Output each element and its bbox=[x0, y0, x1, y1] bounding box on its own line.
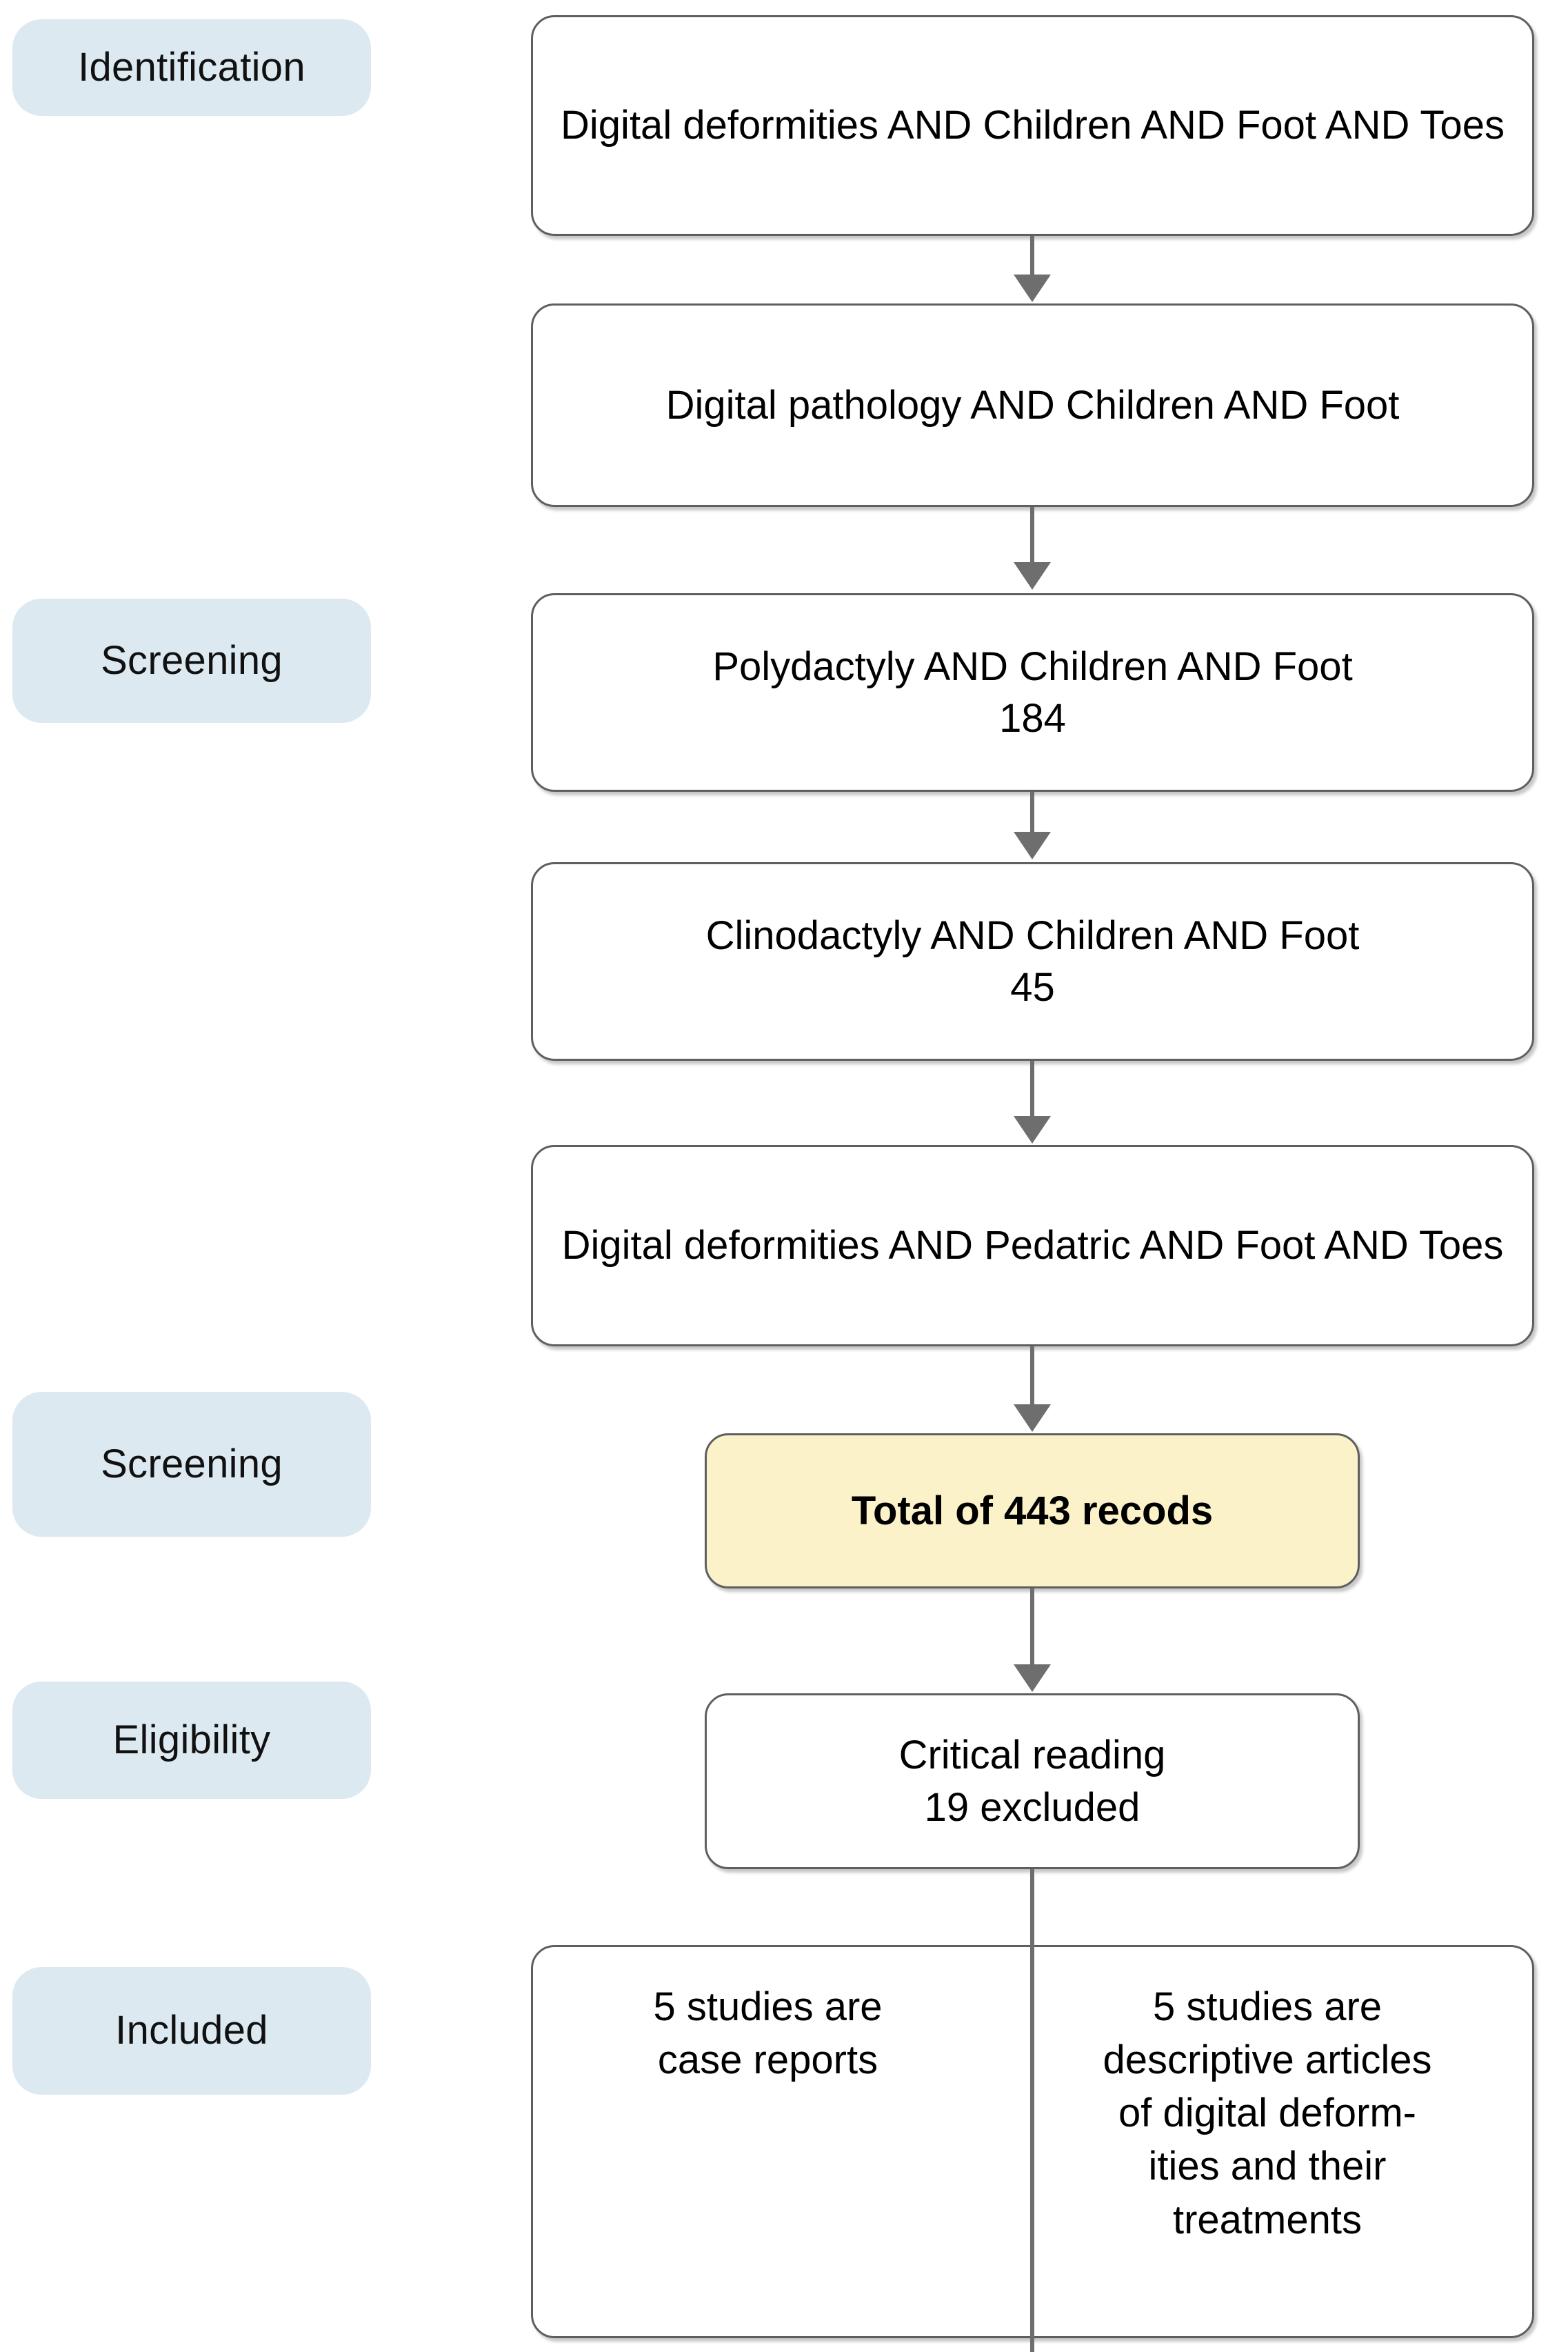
stage-pill-included: Included bbox=[12, 1967, 371, 2095]
stage-pill-screening-1: Screening bbox=[12, 599, 371, 723]
flow-box-search-1: Digital deformities AND Children AND Foo… bbox=[531, 15, 1534, 236]
flow-box-search-5-text: Digital deformities AND Pedatric AND Foo… bbox=[561, 1223, 1504, 1268]
arrow-head-search2-search3 bbox=[1014, 562, 1051, 590]
connector-search5-total bbox=[1030, 1346, 1034, 1408]
flow-box-search-3-text: Polydactyly AND Children AND Foot 184 bbox=[712, 644, 1353, 741]
flow-box-search-3: Polydactyly AND Children AND Foot 184 bbox=[531, 593, 1534, 792]
flow-box-critical-reading-text: Critical reading 19 excluded bbox=[898, 1733, 1166, 1830]
included-column-descriptive-articles: 5 studies are descriptive articles of di… bbox=[1003, 1947, 1532, 2336]
connector-total-critical bbox=[1030, 1588, 1034, 1666]
included-case-reports-text: 5 studies are case reports bbox=[653, 1984, 883, 2083]
flow-box-search-1-text: Digital deformities AND Children AND Foo… bbox=[561, 103, 1505, 148]
flow-box-search-4: Clinodactyly AND Children AND Foot 45 bbox=[531, 862, 1534, 1061]
stage-label-included: Included bbox=[115, 2008, 268, 2053]
connector-search4-search5 bbox=[1030, 1061, 1034, 1117]
arrow-head-total-critical bbox=[1014, 1664, 1051, 1692]
arrow-head-search1-search2 bbox=[1014, 275, 1051, 302]
arrow-head-search4-search5 bbox=[1014, 1116, 1051, 1144]
stage-pill-screening-2: Screening bbox=[12, 1392, 371, 1537]
flow-box-critical-reading: Critical reading 19 excluded bbox=[705, 1693, 1360, 1869]
included-column-case-reports: 5 studies are case reports bbox=[533, 1947, 1003, 2336]
flow-box-total-records-text: Total of 443 recods bbox=[851, 1488, 1214, 1533]
included-descriptive-articles-text: 5 studies are descriptive articles of di… bbox=[1103, 1984, 1432, 2242]
flow-box-total-records: Total of 443 recods bbox=[705, 1433, 1360, 1588]
flow-box-search-5: Digital deformities AND Pedatric AND Foo… bbox=[531, 1145, 1534, 1346]
stage-pill-identification: Identification bbox=[12, 19, 371, 116]
connector-search3-search4 bbox=[1030, 792, 1034, 835]
connector-search2-search3 bbox=[1030, 507, 1034, 564]
stage-pill-eligibility: Eligibility bbox=[12, 1682, 371, 1799]
stage-label-screening-2: Screening bbox=[101, 1441, 283, 1486]
connector-search1-search2 bbox=[1030, 236, 1034, 277]
stage-label-eligibility: Eligibility bbox=[112, 1717, 271, 1762]
stage-label-identification: Identification bbox=[78, 44, 305, 90]
flow-box-search-2-text: Digital pathology AND Children AND Foot bbox=[665, 382, 1400, 428]
connector-critical-included bbox=[1030, 1869, 1034, 2352]
stage-label-screening-1: Screening bbox=[101, 637, 283, 683]
arrow-head-search3-search4 bbox=[1014, 832, 1051, 859]
flow-box-search-4-text: Clinodactyly AND Children AND Foot 45 bbox=[705, 913, 1360, 1010]
flow-box-search-2: Digital pathology AND Children AND Foot bbox=[531, 303, 1534, 507]
arrow-head-search5-total bbox=[1014, 1404, 1051, 1432]
